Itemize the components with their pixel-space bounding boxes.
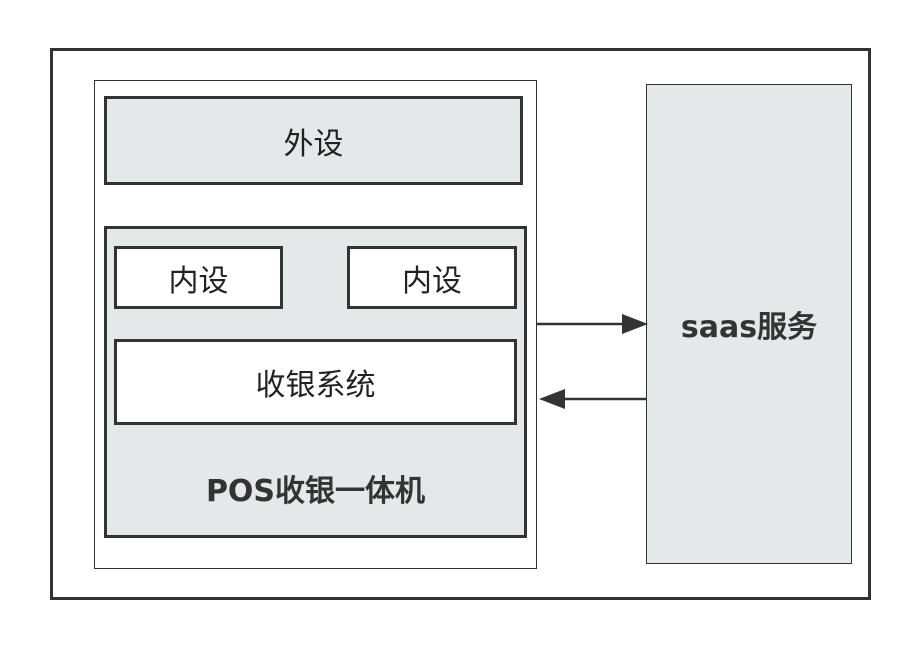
cashier-system-label: 收银系统 xyxy=(255,368,376,403)
saas-service-box: saas服务 xyxy=(646,84,852,564)
peripheral-label: 外设 xyxy=(283,126,344,162)
cashier-system-box: 收银系统 xyxy=(114,339,517,425)
arrow-to-saas xyxy=(537,314,648,334)
arrow-to-pos xyxy=(539,389,646,409)
pos-terminal-label: POS收银一体机 xyxy=(205,474,426,509)
peripheral-box: 外设 xyxy=(104,96,523,185)
saas-service-label: saas服务 xyxy=(680,310,818,345)
internal-device-box: 内设 xyxy=(347,246,517,309)
internal-device-label: 内设 xyxy=(168,263,229,299)
internal-device-label: 内设 xyxy=(402,263,462,299)
internal-device-box: 内设 xyxy=(114,246,283,309)
